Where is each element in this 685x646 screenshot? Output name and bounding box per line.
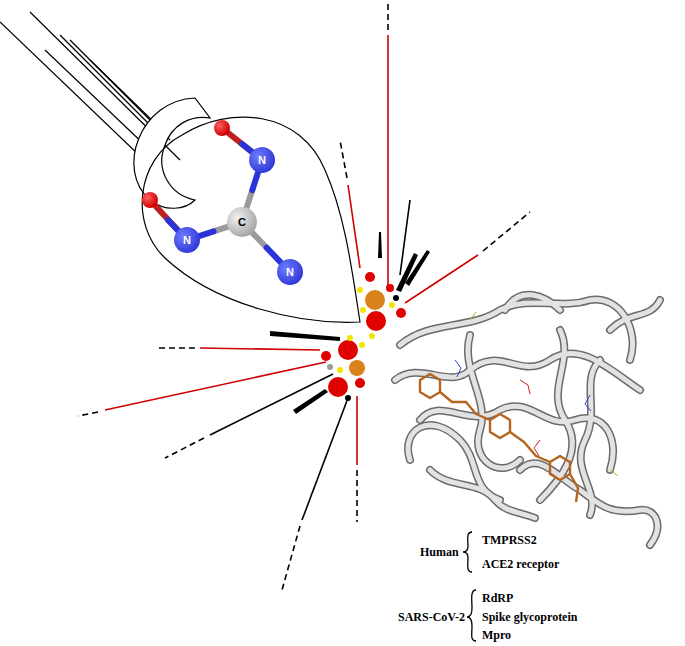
target-label: Mpro xyxy=(482,629,511,641)
bond xyxy=(197,226,229,237)
atom-sphere: N xyxy=(174,227,200,253)
target-label: TMPRSS2 xyxy=(482,534,537,546)
bond xyxy=(251,231,282,264)
target-label: ACE2 receptor xyxy=(482,558,559,570)
atom-symbol: C xyxy=(238,217,246,228)
atom-symbol: N xyxy=(258,155,266,166)
target-label: SARS-CoV-2 xyxy=(398,611,465,623)
atom-sphere: C xyxy=(227,207,257,237)
atom-symbol: N xyxy=(286,267,294,278)
bond xyxy=(246,170,259,209)
atom-sphere: N xyxy=(249,147,275,173)
target-label: Human xyxy=(420,546,459,558)
atom-sphere: N xyxy=(277,259,303,285)
target-label: Spike glycoprotein xyxy=(482,611,577,623)
target-label: RdRP xyxy=(482,592,513,604)
atom-symbol: N xyxy=(183,235,191,246)
